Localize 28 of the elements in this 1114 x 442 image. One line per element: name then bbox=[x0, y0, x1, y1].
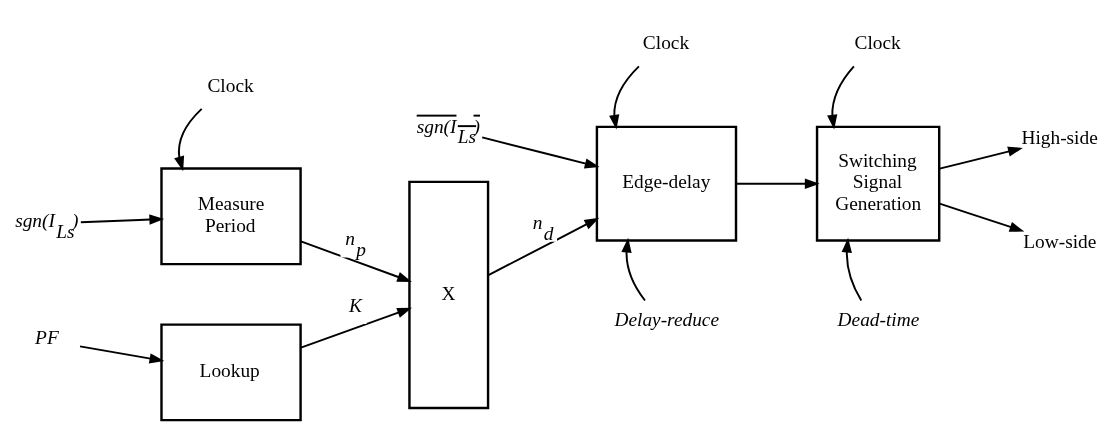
arrow bbox=[938, 202, 1025, 232]
arrow bbox=[621, 237, 646, 301]
node-text: Dead-time bbox=[837, 308, 920, 330]
arrow bbox=[300, 240, 412, 282]
node-box: Switching Signal Generation bbox=[815, 125, 941, 242]
arrow bbox=[79, 344, 165, 364]
node-box: Lookup bbox=[160, 322, 302, 421]
node-box: Edge-delay bbox=[595, 125, 738, 242]
edge-label: K bbox=[348, 294, 362, 316]
node-text: Clock bbox=[642, 31, 690, 53]
node-text: Clock bbox=[854, 31, 901, 53]
arrow bbox=[735, 178, 820, 189]
arrow bbox=[174, 107, 203, 171]
arrow bbox=[827, 64, 855, 130]
arrow bbox=[841, 237, 863, 301]
node-text: Delay-reduce bbox=[614, 308, 719, 330]
arrow bbox=[481, 135, 600, 168]
arrow bbox=[938, 146, 1023, 170]
arrow bbox=[79, 213, 165, 225]
node-text: High-side bbox=[1021, 126, 1098, 148]
arrow bbox=[609, 64, 640, 130]
arrow bbox=[487, 217, 600, 276]
node-text: Clock bbox=[207, 74, 254, 96]
arrow bbox=[300, 307, 412, 349]
node-text: Low-side bbox=[1023, 230, 1097, 252]
node-text: PF bbox=[35, 326, 59, 348]
node-box: Measure Period bbox=[160, 166, 302, 265]
node-box: X bbox=[408, 180, 490, 409]
